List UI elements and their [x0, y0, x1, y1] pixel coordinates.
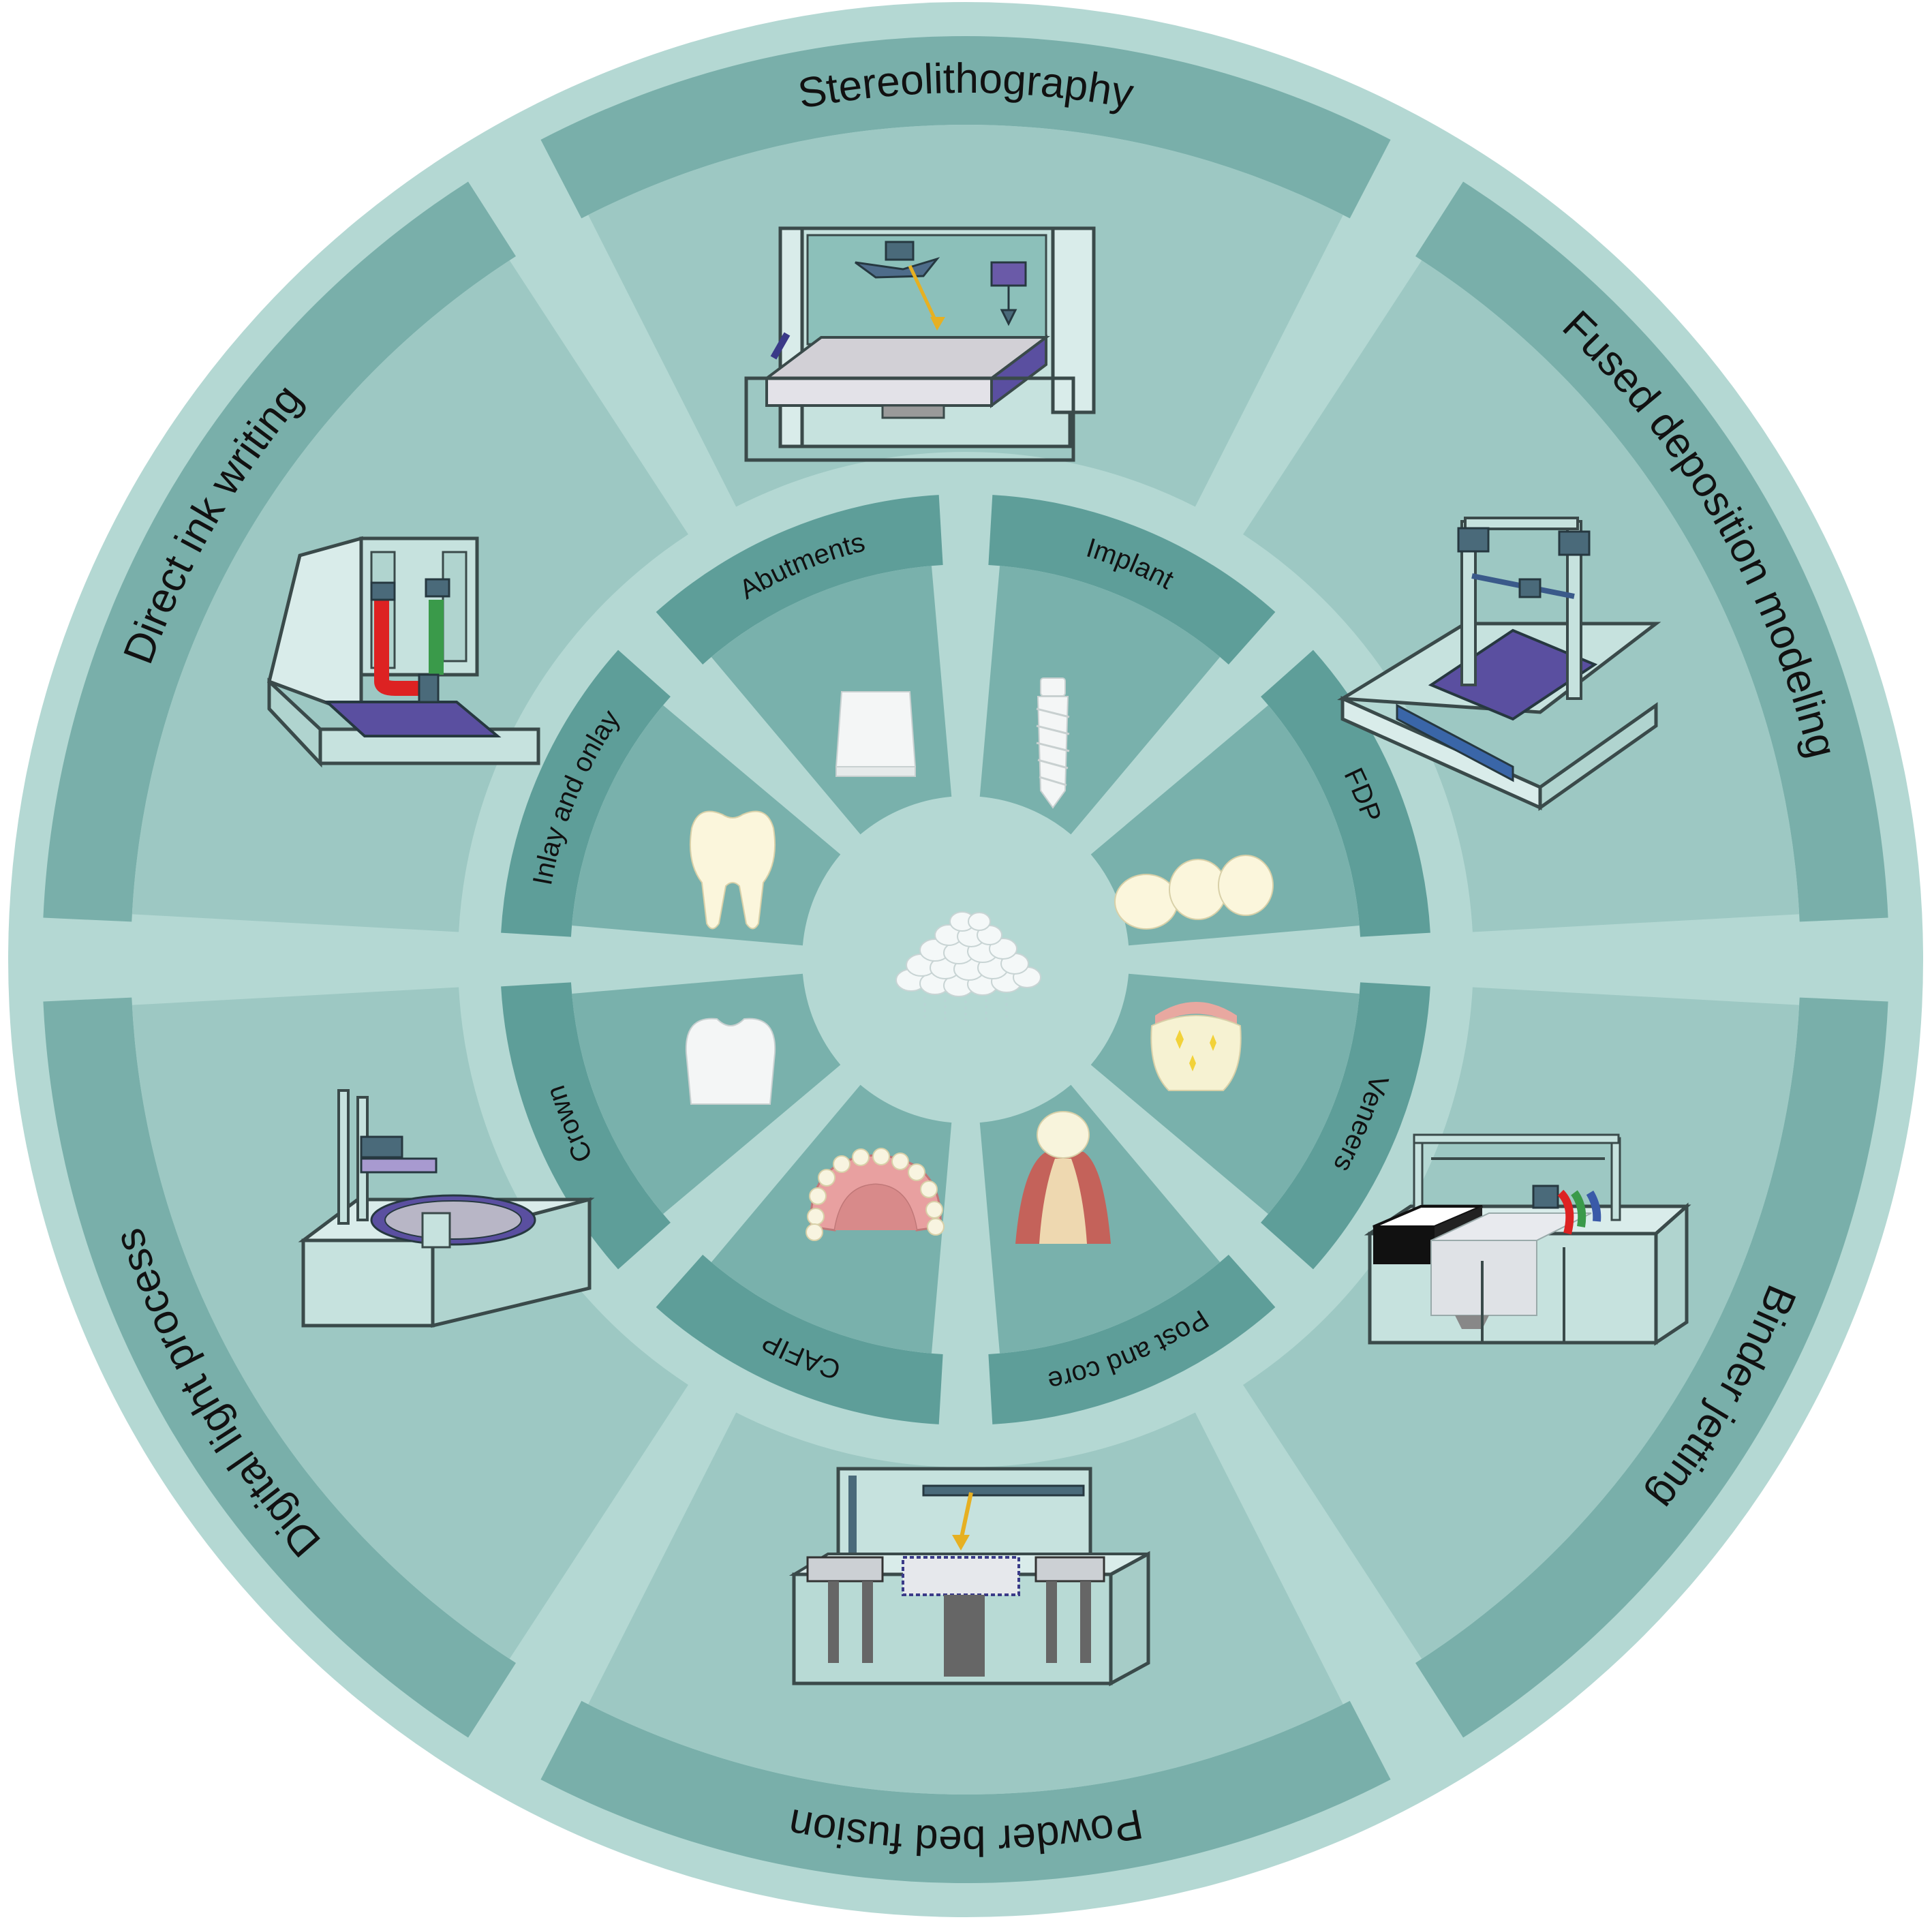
outer-band-stereolithography	[540, 36, 1391, 219]
inner-band-cafip	[656, 1255, 943, 1424]
crown-icon	[685, 1018, 776, 1105]
outer-band-binder	[1415, 997, 1888, 1738]
veneer-icon	[1150, 1002, 1242, 1091]
denture-icon	[806, 1148, 945, 1241]
fdp-bridge-icon	[1114, 855, 1274, 930]
dlp-printer-icon	[298, 1089, 595, 1328]
fdm-printer-icon	[1337, 517, 1661, 811]
inner-band-veneers	[1261, 982, 1430, 1270]
implant-icon	[1036, 677, 1070, 809]
powder-bed-fusion-printer-icon	[788, 1467, 1150, 1687]
direct-ink-writing-printer-icon	[267, 536, 540, 768]
outer-band-fdm	[1415, 181, 1888, 922]
post-and-core-icon	[1015, 1111, 1111, 1244]
inner-band-inlay	[501, 650, 671, 937]
molar-tooth-icon	[689, 810, 776, 930]
outer-band-pbf	[540, 1700, 1391, 1883]
inner-band-crown	[501, 982, 671, 1270]
outer-band-diw	[43, 181, 517, 922]
inner-band-post	[988, 1255, 1276, 1424]
inner-band-abutments	[656, 495, 943, 665]
inner-band-implant	[988, 495, 1276, 665]
outer-band-dlp	[43, 997, 517, 1738]
stereolithography-printer-icon	[744, 226, 1096, 462]
powder-pile-icon	[895, 911, 1041, 1022]
binder-jetting-printer-icon	[1364, 1133, 1691, 1346]
abutment-icon	[835, 691, 917, 777]
inner-band-fdp	[1261, 650, 1430, 937]
